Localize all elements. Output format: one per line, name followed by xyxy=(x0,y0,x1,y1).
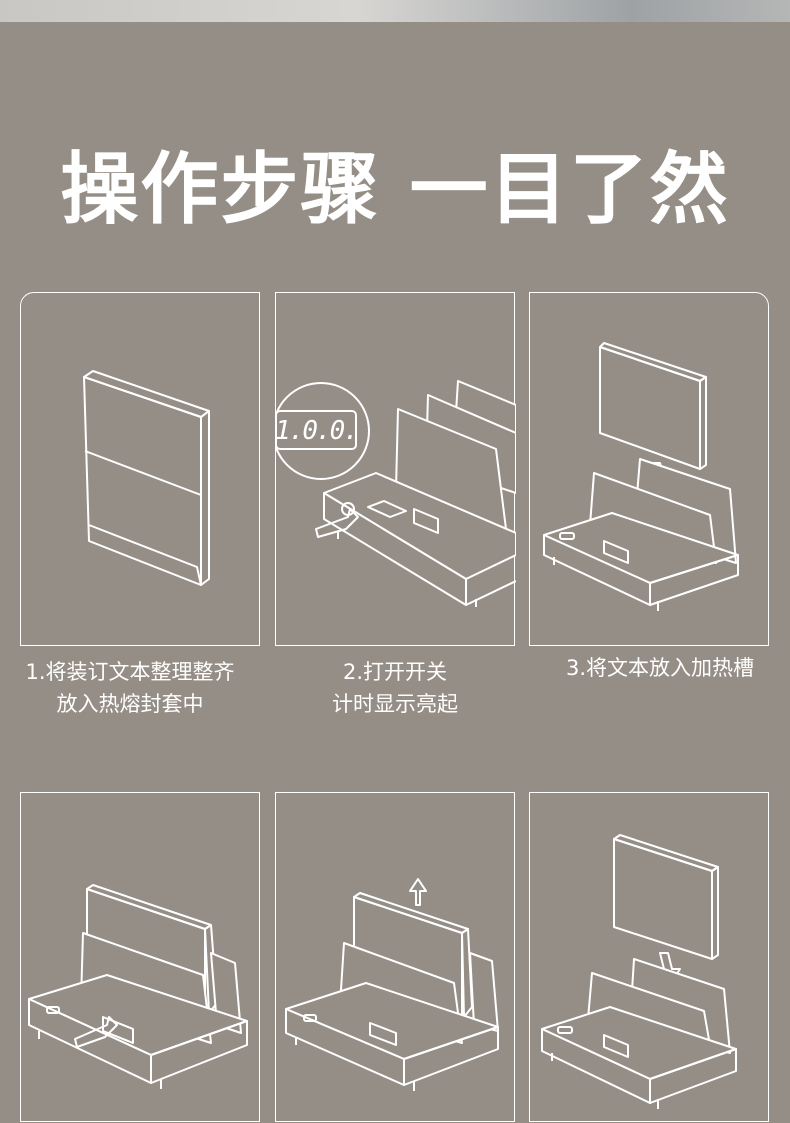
step-1-caption: 1.将装订文本整理整齐 放入热熔封套中 xyxy=(0,656,260,720)
next-document-illustration xyxy=(541,834,737,1109)
step-1-caption-line1: 1.将装订文本整理整齐 xyxy=(25,660,235,684)
timer-display-readout: 1.0.0. xyxy=(276,416,357,446)
step-1-caption-line2: 放入热熔封套中 xyxy=(56,692,204,716)
step-6-panel xyxy=(529,792,769,1122)
product-photo-strip xyxy=(0,0,790,22)
step-4-panel xyxy=(20,792,260,1122)
page-title: 操作步骤 一目了然 xyxy=(60,145,730,235)
step-2-caption-line1: 2.打开开关 xyxy=(342,660,448,684)
step-2-panel: 1.0.0. xyxy=(275,292,516,646)
insert-document-illustration xyxy=(543,342,739,611)
step-2-caption-line2: 计时显示亮起 xyxy=(332,692,458,716)
step-3-caption: 3.将文本放入加热槽 xyxy=(530,652,790,684)
timer-callout: 1.0.0. xyxy=(276,382,370,480)
step-5-panel xyxy=(275,792,515,1122)
heating-illustration xyxy=(28,884,248,1089)
step-2-caption: 2.打开开关 计时显示亮起 xyxy=(260,656,530,720)
step-3-caption-line1: 3.将文本放入加热槽 xyxy=(565,656,755,680)
cover-illustration xyxy=(83,370,210,586)
step-3-panel xyxy=(529,292,769,646)
step-1-panel xyxy=(20,292,260,646)
remove-document-illustration xyxy=(285,878,499,1091)
machine-switch-illustration: 1.0.0. xyxy=(276,380,516,607)
